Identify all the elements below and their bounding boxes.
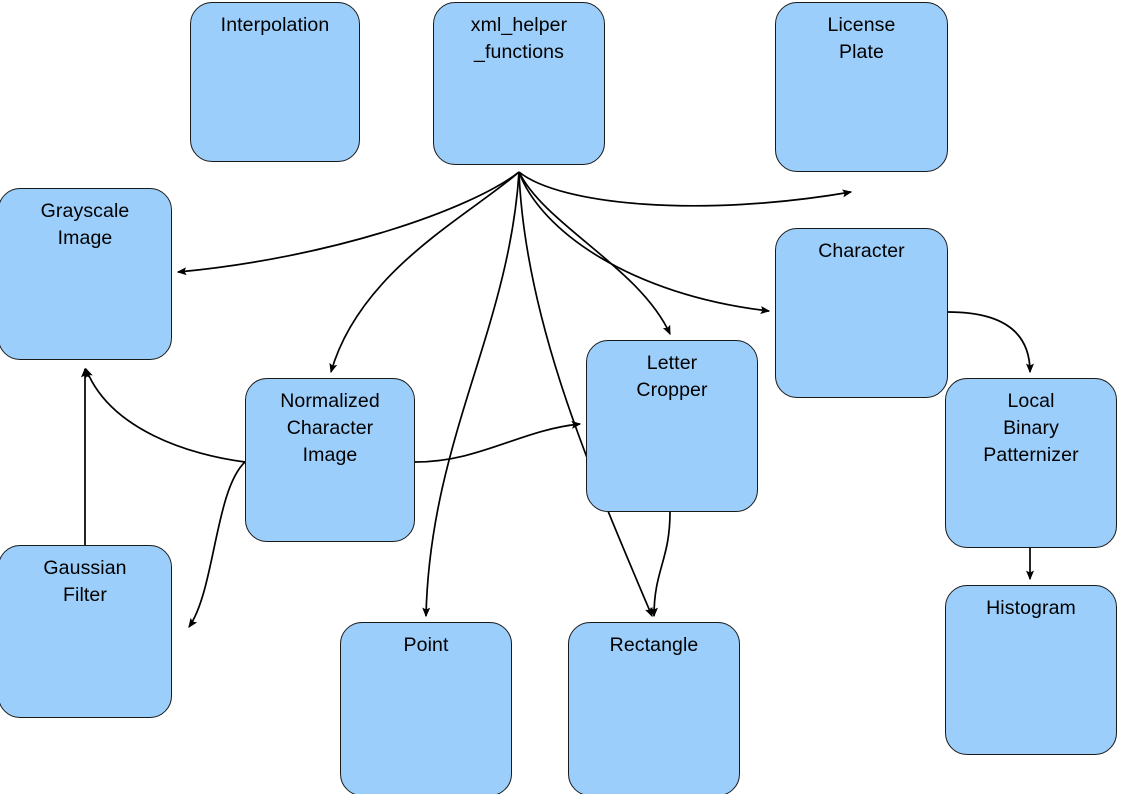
node-license-plate[interactable]: License Plate	[775, 2, 948, 172]
edge-xml-to-grayscale-image	[176, 171, 520, 276]
edge-character-to-local-binary-patternizer	[947, 311, 1034, 374]
edge-normalized-character-image-to-letter-cropper	[414, 420, 582, 463]
node-point[interactable]: Point	[340, 622, 512, 794]
edge-xml-to-license-plate	[518, 171, 853, 207]
node-local-binary-patternizer[interactable]: Local Binary Patternizer	[945, 378, 1117, 548]
node-letter-cropper[interactable]: Letter Cropper	[586, 340, 758, 512]
edge-normalized-character-image-to-grayscale-image	[85, 367, 246, 463]
edge-xml-to-point	[422, 171, 520, 618]
node-grayscale-image[interactable]: Grayscale Image	[0, 188, 172, 360]
edge-xml-to-letter-cropper	[518, 171, 671, 336]
edge-xml-to-character	[518, 171, 771, 315]
node-interpolation[interactable]: Interpolation	[190, 2, 360, 162]
edge-normalized-character-image-to-gaussian-filter	[188, 461, 246, 628]
edge-letter-cropper-to-rectangle	[650, 511, 671, 618]
node-xml-helper-functions[interactable]: xml_helper _functions	[433, 2, 605, 165]
node-rectangle[interactable]: Rectangle	[568, 622, 740, 794]
node-gaussian-filter[interactable]: Gaussian Filter	[0, 545, 172, 718]
node-histogram[interactable]: Histogram	[945, 585, 1117, 755]
edge-xml-to-normalized-character-image	[329, 171, 520, 374]
node-character[interactable]: Character	[775, 228, 948, 398]
node-normalized-character-image[interactable]: Normalized Character Image	[245, 378, 415, 542]
